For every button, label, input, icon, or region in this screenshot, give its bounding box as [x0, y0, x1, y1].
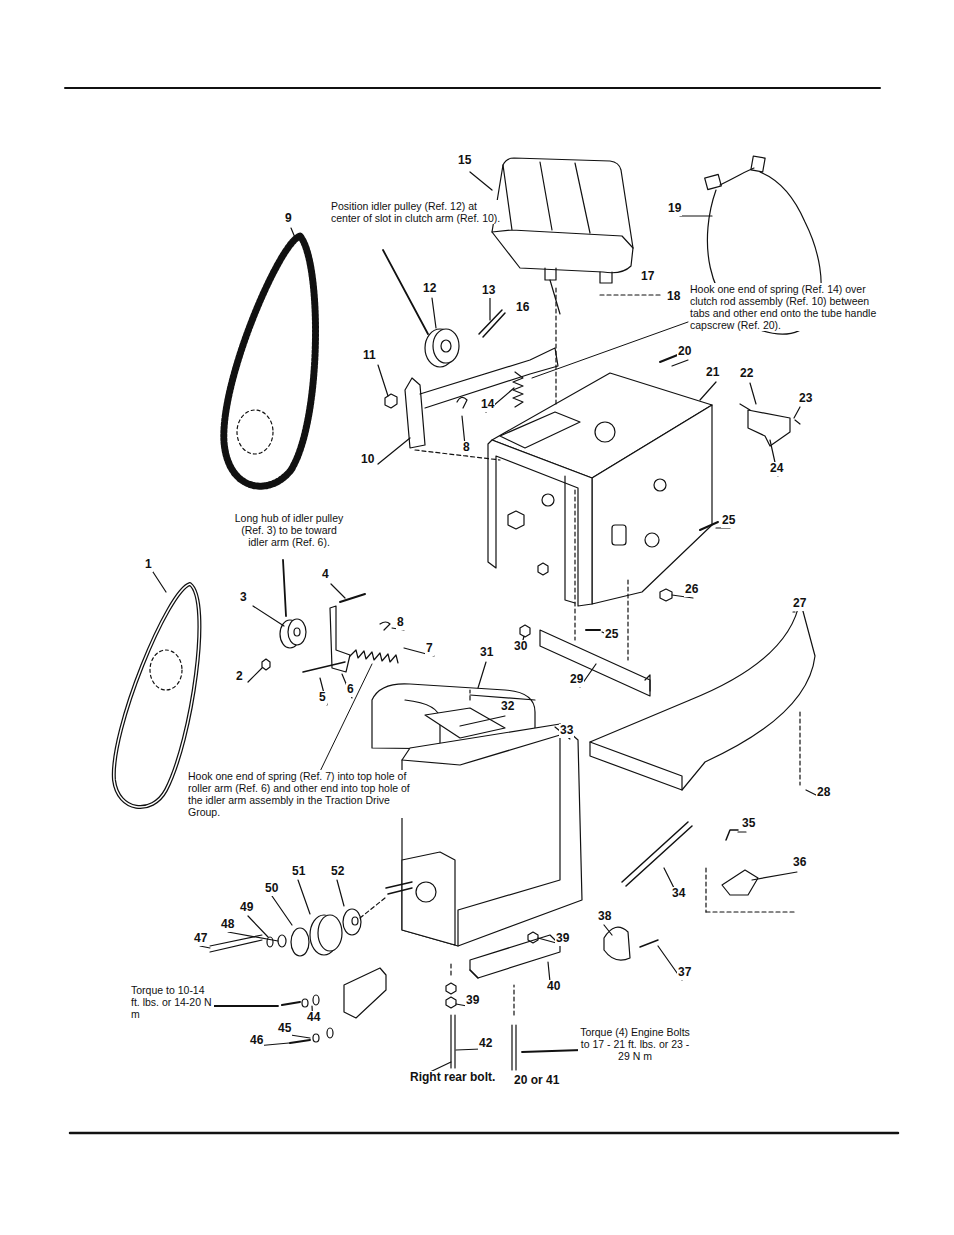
callout-number: 36: [792, 856, 807, 870]
callout-number: 8: [396, 616, 405, 630]
note-text: Position idler pulley (Ref. 12) at cente…: [330, 200, 502, 224]
callout-number: 10: [360, 453, 375, 467]
callout-number: 51: [291, 865, 306, 879]
callout-number: 6: [346, 683, 355, 697]
note-text: Torque to 10-14 ft. lbs. or 14-20 N m: [130, 984, 214, 1020]
callout-number: 46: [249, 1034, 264, 1048]
callout-number: 14: [480, 398, 495, 412]
callout-number: 7: [425, 642, 434, 656]
callout-number: 20 or 41: [513, 1074, 560, 1088]
callout-number: 22: [739, 367, 754, 381]
callout-number: 5: [318, 691, 327, 705]
callout-number: 8: [462, 441, 471, 455]
callout-number: 11: [362, 349, 377, 363]
note-text: Hook one end of spring (Ref. 14) over cl…: [689, 283, 881, 331]
callout-number: 20: [677, 345, 692, 359]
callout-number: 47: [193, 932, 208, 946]
callout-number: 50: [264, 882, 279, 896]
callout-number: 19: [667, 202, 682, 216]
note-text: Torque (4) Engine Bolts to 17 - 21 ft. l…: [578, 1026, 692, 1062]
callout-number: 31: [479, 646, 494, 660]
callout-number: 15: [457, 154, 472, 168]
callout-number: 29: [569, 673, 584, 687]
callout-number: 30: [513, 640, 528, 654]
callout-number: 40: [546, 980, 561, 994]
callout-number: 9: [284, 212, 293, 226]
callout-number: 32: [500, 700, 515, 714]
callout-number: 35: [741, 817, 756, 831]
callout-number: Right rear bolt.: [409, 1071, 496, 1085]
callout-number: 4: [321, 568, 330, 582]
callout-number: 25: [721, 514, 736, 528]
callout-number: 52: [330, 865, 345, 879]
callout-number: 38: [597, 910, 612, 924]
callout-number: 24: [769, 462, 784, 476]
callout-number: 2: [235, 670, 244, 684]
note-text: Long hub of idler pulley (Ref. 3) to be …: [232, 512, 346, 548]
callout-number: 42: [478, 1037, 493, 1051]
callout-number: 33: [559, 724, 574, 738]
callout-number: 26: [684, 583, 699, 597]
callout-number: 37: [677, 966, 692, 980]
callout-number: 25: [604, 628, 619, 642]
callout-number: 34: [671, 887, 686, 901]
callout-number: 3: [239, 591, 248, 605]
callout-number: 18: [666, 290, 681, 304]
callout-number: 16: [515, 301, 530, 315]
callout-number: 17: [640, 270, 655, 284]
callout-number: 27: [792, 597, 807, 611]
callout-number: 12: [422, 282, 437, 296]
callout-number: 39: [555, 932, 570, 946]
callout-number: 49: [239, 901, 254, 915]
callout-number: 45: [277, 1022, 292, 1036]
note-text: Hook one end of spring (Ref. 7) into top…: [187, 770, 419, 818]
callout-number: 21: [705, 366, 720, 380]
callout-number: 39: [465, 994, 480, 1008]
callout-number: 1: [144, 558, 153, 572]
callout-number: 44: [306, 1011, 321, 1025]
callout-number: 48: [220, 918, 235, 932]
callout-number: 23: [798, 392, 813, 406]
callout-number: 13: [481, 284, 496, 298]
callout-number: 28: [816, 786, 831, 800]
